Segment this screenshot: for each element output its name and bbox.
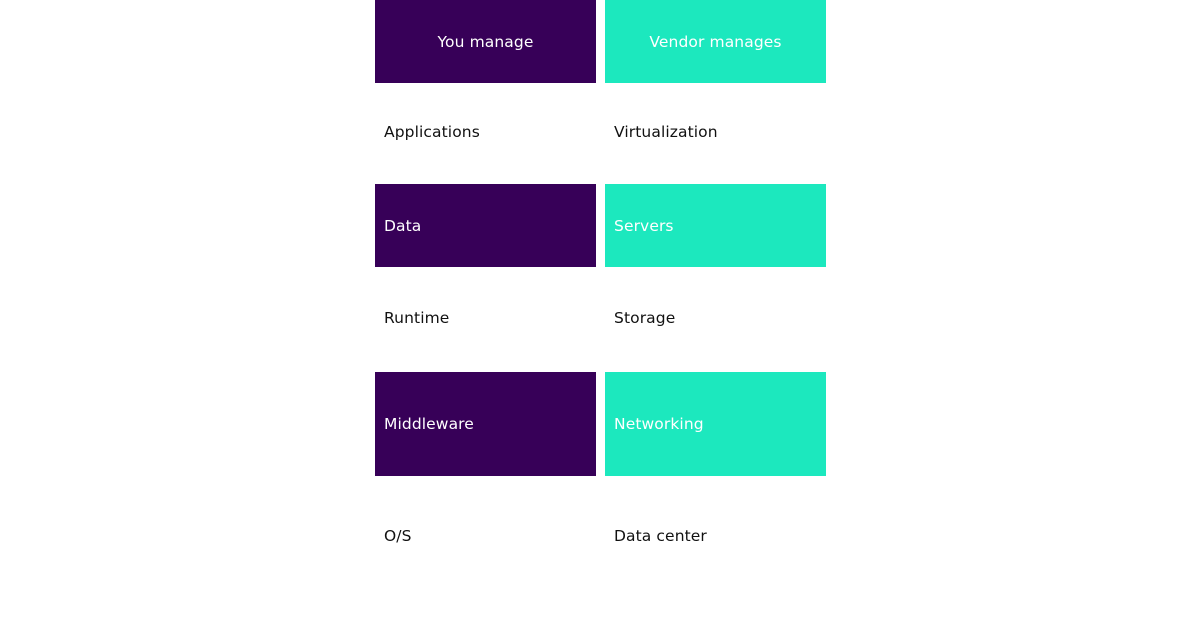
header-you-manage: You manage bbox=[375, 0, 596, 83]
block-data: Data bbox=[375, 184, 596, 267]
row-applications: Applications bbox=[375, 112, 596, 152]
row-runtime-label: Runtime bbox=[384, 309, 450, 327]
row-applications-label: Applications bbox=[384, 123, 480, 141]
block-middleware-label: Middleware bbox=[384, 415, 474, 433]
block-data-label: Data bbox=[384, 216, 422, 235]
block-networking: Networking bbox=[605, 372, 826, 476]
block-servers: Servers bbox=[605, 184, 826, 267]
row-os: O/S bbox=[375, 516, 596, 556]
row-virtualization-label: Virtualization bbox=[614, 123, 718, 141]
row-data-center: Data center bbox=[605, 516, 826, 556]
row-os-label: O/S bbox=[384, 527, 412, 545]
row-runtime: Runtime bbox=[375, 298, 596, 338]
row-storage-label: Storage bbox=[614, 309, 676, 327]
row-data-center-label: Data center bbox=[614, 527, 707, 545]
header-vendor-manages-label: Vendor manages bbox=[649, 32, 782, 51]
block-networking-label: Networking bbox=[614, 415, 704, 433]
row-virtualization: Virtualization bbox=[605, 112, 826, 152]
block-middleware: Middleware bbox=[375, 372, 596, 476]
header-you-manage-label: You manage bbox=[437, 32, 534, 51]
block-servers-label: Servers bbox=[614, 216, 674, 235]
row-storage: Storage bbox=[605, 298, 826, 338]
header-vendor-manages: Vendor manages bbox=[605, 0, 826, 83]
